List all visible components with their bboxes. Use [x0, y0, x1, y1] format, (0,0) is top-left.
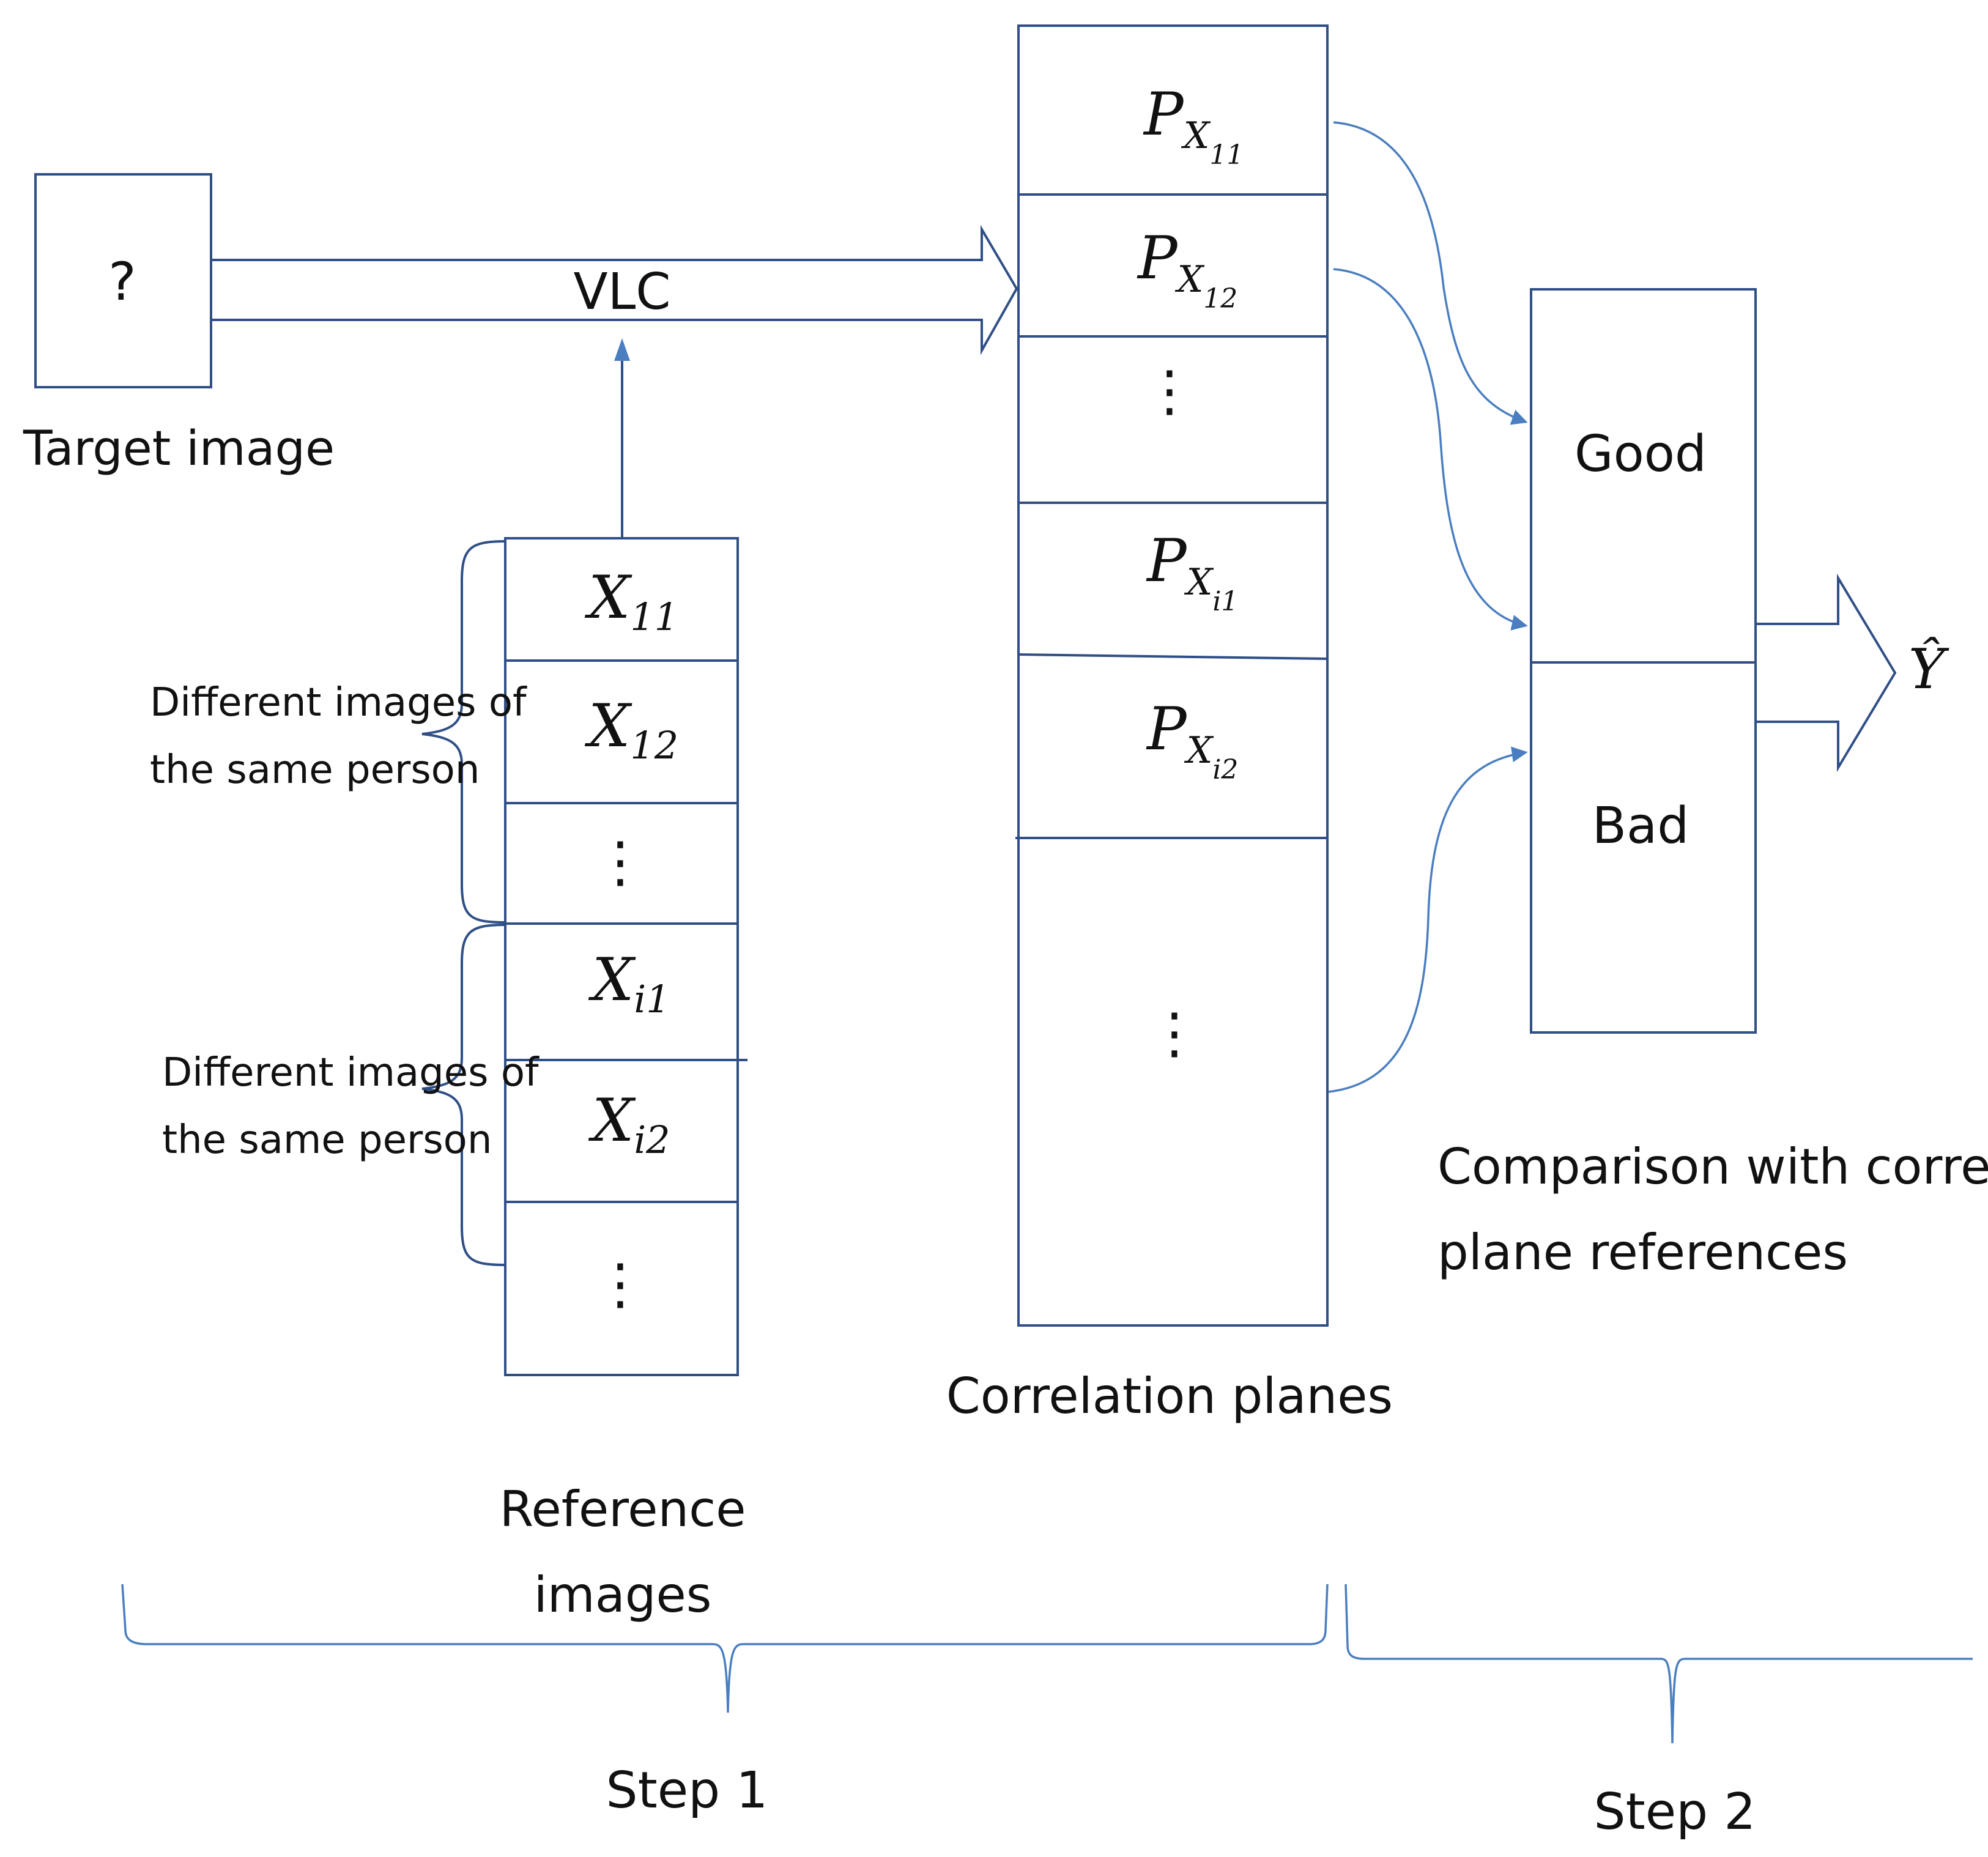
- group-2-label-line2: the same person: [162, 1118, 492, 1163]
- group-brace-2: [421, 924, 506, 1266]
- decision-box: Good Bad: [1530, 288, 1757, 1034]
- correlation-dots-1: ⋮: [1142, 359, 1197, 423]
- curve-arrow-px11-to-good: [1333, 121, 1528, 425]
- reference-cell-xi2: Xi2: [588, 1086, 670, 1162]
- target-image-box: ?: [34, 173, 212, 388]
- target-symbol: ?: [108, 251, 136, 313]
- reference-images-label-line1: Reference: [500, 1481, 746, 1538]
- step2-brace: [1344, 1584, 1973, 1744]
- group-1-label-line2: the same person: [150, 747, 480, 793]
- reference-to-vlc-arrowhead: [614, 338, 630, 361]
- output-arrow: [1756, 573, 1897, 773]
- correlation-cell-px12: PX12: [1137, 224, 1237, 314]
- reference-dots-1: ⋮: [593, 830, 648, 894]
- step1-brace: [121, 1584, 1329, 1713]
- reference-cell-xi1: Xi1: [588, 946, 670, 1021]
- reference-images-column: X11 X12 ⋮ Xi1 Xi2 ⋮: [504, 537, 747, 1376]
- bad-label: Bad: [1592, 797, 1689, 855]
- reference-images-label-line2: images: [534, 1566, 712, 1623]
- vlc-label: VLC: [573, 263, 670, 321]
- correlation-cell-pxi1: PXi1: [1146, 527, 1238, 617]
- step2-label: Step 2: [1594, 1783, 1756, 1841]
- good-label: Good: [1574, 425, 1707, 483]
- correlation-dots-2: ⋮: [1147, 1001, 1202, 1066]
- correlation-planes-label: Correlation planes: [946, 1368, 1393, 1425]
- step1-label: Step 1: [606, 1762, 768, 1820]
- group-2-label-line1: Different images of: [162, 1050, 540, 1095]
- correlation-planes-column: PX11 PX12 ⋮ PXi1 PXi2 ⋮: [1015, 24, 1329, 1327]
- output-y-hat: Ŷ: [1908, 637, 1949, 702]
- reference-dots-2: ⋮: [593, 1252, 648, 1316]
- correlation-cell-px11: PX11: [1143, 80, 1244, 171]
- reference-cell-x12: X12: [584, 692, 678, 768]
- curve-arrow-px12-to-good: [1333, 268, 1528, 631]
- curve-arrow-rest-to-bad: [1328, 746, 1528, 1093]
- comparison-caption-line2: plane references: [1437, 1224, 1848, 1281]
- comparison-caption-line1: Comparison with correlation: [1437, 1138, 1988, 1195]
- group-1-label-line1: Different images of: [150, 680, 527, 725]
- correlation-cell-pxi2: PXi2: [1146, 695, 1238, 785]
- group-brace-1: [421, 540, 506, 924]
- vlc-arrow: VLC: [210, 224, 1018, 355]
- reference-cell-x11: X11: [584, 563, 678, 639]
- target-image-label: Target image: [23, 421, 335, 476]
